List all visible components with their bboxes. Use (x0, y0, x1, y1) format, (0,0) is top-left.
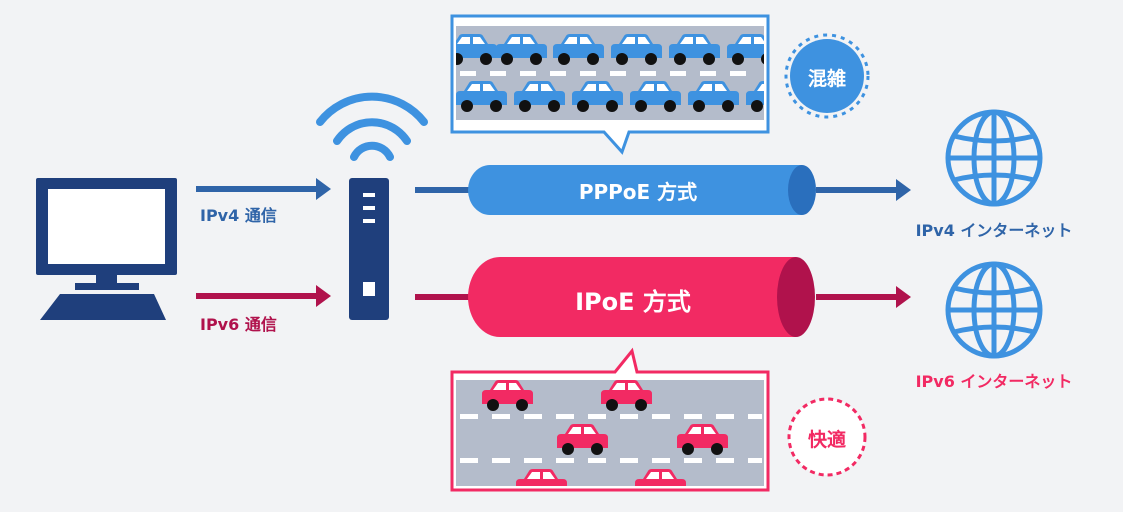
pppoe-pipe (468, 165, 816, 215)
congested-traffic-panel (450, 14, 770, 155)
ipv6-globe-icon (948, 264, 1040, 356)
ipv4-internet-label: IPv4 インターネット (915, 221, 1073, 240)
ipoe-label: IPoE 方式 (575, 288, 691, 316)
comfortable-badge (787, 397, 867, 477)
congested-badge (784, 33, 870, 119)
router-icon (349, 178, 389, 320)
comfortable-traffic-panel (450, 347, 770, 492)
ipv4-arrow-to-internet (816, 179, 911, 201)
ipv6-internet-label: IPv6 インターネット (915, 372, 1073, 391)
ipv6-arrow-to-internet (816, 286, 911, 308)
congested-badge-text: 混雑 (807, 68, 846, 90)
wifi-icon (316, 92, 428, 161)
ipv6-comm-label: IPv6 通信 (200, 315, 277, 334)
pppoe-label: PPPoE 方式 (578, 180, 698, 204)
comfortable-badge-text: 快適 (807, 429, 846, 451)
ipv4-globe-icon (948, 112, 1040, 204)
computer-monitor-icon (36, 178, 177, 320)
ipv6-arrow-pc-to-router (196, 285, 331, 307)
ipv4-comm-label: IPv4 通信 (200, 206, 277, 225)
ipoe-pipe (468, 257, 815, 337)
ipv4-arrow-pc-to-router (196, 178, 331, 200)
